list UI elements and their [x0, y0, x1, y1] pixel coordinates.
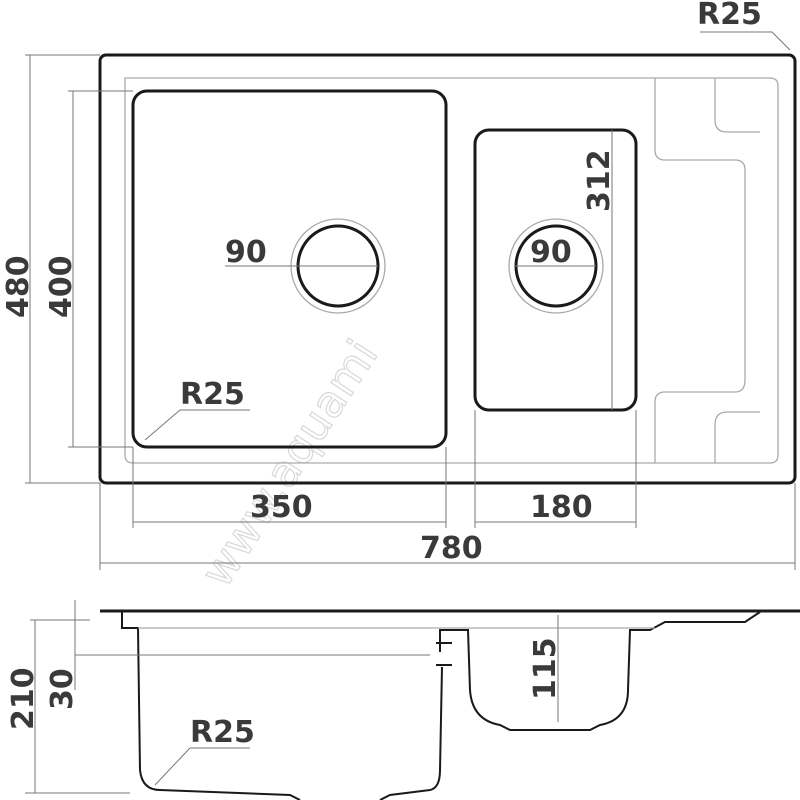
main-width-label: 350	[250, 490, 313, 525]
main-drain-label: 90	[225, 235, 267, 270]
corner-radius-label: R25	[697, 0, 762, 32]
total-width-label: 780	[420, 531, 483, 566]
overflow	[436, 642, 452, 666]
drainboard-edge	[654, 78, 746, 463]
corner-radius-leader	[700, 31, 791, 51]
main-bowl	[131, 89, 448, 449]
height-dimensions	[25, 54, 133, 484]
total-depth-label: 210	[6, 667, 41, 730]
top-view: R25 480 400 90 90 312 R25 350 180 780	[1, 0, 797, 570]
radius-leader	[144, 409, 250, 441]
bottom-radius-label: R25	[190, 715, 255, 750]
small-bowl-height-label: 312	[582, 149, 617, 212]
side-view: 210 30 115 R25	[6, 600, 800, 800]
small-width-label: 180	[530, 490, 593, 525]
main-radius-label: R25	[180, 377, 245, 412]
small-drain-ring	[508, 218, 604, 314]
small-bowl	[473, 128, 638, 412]
inner-rim	[124, 77, 779, 464]
bowl-height-label: 400	[44, 255, 79, 318]
small-bowl-depth-label: 115	[528, 637, 563, 700]
sink-outline	[98, 53, 797, 485]
small-bowl-profile	[439, 611, 761, 731]
total-height-label: 480	[1, 255, 36, 318]
side-dimensions	[25, 600, 559, 794]
rim-offset-label: 30	[45, 668, 80, 710]
width-dimensions	[99, 410, 796, 570]
main-bowl-profile	[121, 612, 443, 800]
bottom-radius-leader	[154, 747, 250, 786]
small-drain-label: 90	[530, 235, 572, 270]
drainboard-ribs	[714, 78, 760, 463]
